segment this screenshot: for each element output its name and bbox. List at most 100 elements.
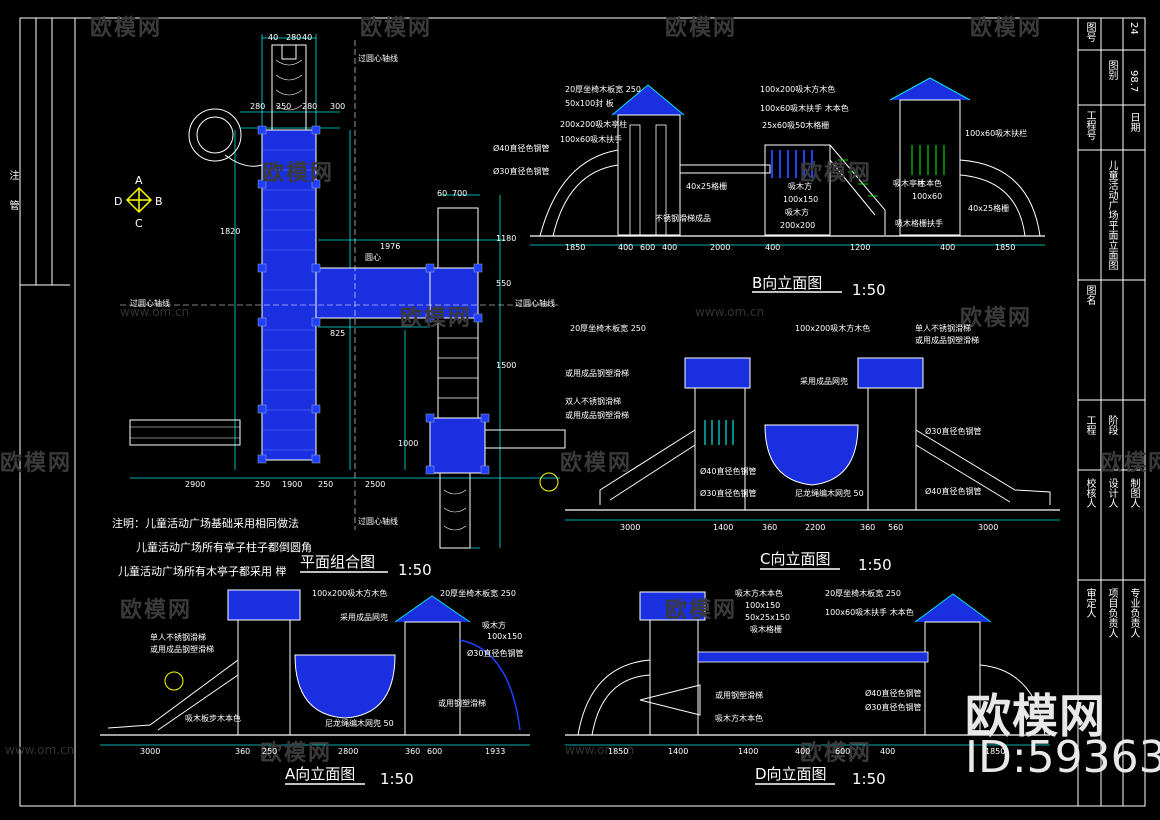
dim-label: 700 <box>452 189 468 198</box>
dim-label: 1933 <box>485 747 506 756</box>
dim-label: 1850 <box>995 243 1016 252</box>
annotation: 吸木方木本色 <box>715 714 763 723</box>
dim-label: 600 <box>427 747 443 756</box>
watermark-brand: 欧模网 <box>960 306 1033 331</box>
tb-sign: 项目负责人 <box>1106 588 1117 638</box>
dim-label: 40 <box>302 33 313 42</box>
annotation: 100x200吸木方木色 <box>760 85 836 94</box>
dim-label: 360 <box>762 523 778 532</box>
c-elevation <box>539 357 1060 570</box>
dim-label: 1400 <box>668 747 689 756</box>
dim-label: 1900 <box>282 480 303 489</box>
watermark-brand: 欧模网 <box>0 451 73 476</box>
plan-title: 平面组合图 <box>300 553 376 571</box>
tb-label: 图别 <box>1106 60 1117 80</box>
dim-label: 250 <box>262 747 278 756</box>
watermark-brand: 欧模网 <box>260 741 333 766</box>
annotation: 100x200吸木方木色 <box>312 589 388 598</box>
dim-label: 280 <box>302 102 318 111</box>
watermark-id: ID:593638 <box>965 732 1160 783</box>
annotation: 20厚坐椅木板宽 250 <box>565 85 641 94</box>
annotation: Ø30直径色钢管 <box>925 427 982 436</box>
tb-sign: 审定人 <box>1084 588 1095 618</box>
annotation: 吸木方 <box>788 182 812 191</box>
tb-sign: 制图人 <box>1128 478 1139 508</box>
dim-label: 600 <box>640 243 656 252</box>
dim-label: 1820 <box>220 227 241 236</box>
tb-value: 24 <box>1128 22 1139 35</box>
annotation: 单人不锈钢滑梯 <box>915 324 971 333</box>
watermark-brand: 欧模网 <box>970 16 1043 41</box>
watermark-brand: 欧模网 <box>400 306 473 331</box>
dim-label: 3000 <box>140 747 161 756</box>
dim-label: 1850 <box>985 747 1006 756</box>
dim-label: 250 <box>318 480 334 489</box>
drawing-name: 儿童活动广场平面立面图 <box>1106 160 1117 270</box>
annotation: 尼龙绳编木网兜 50 <box>325 719 394 728</box>
spiral-slide-plan <box>188 108 263 167</box>
axis-label: 过圆心轴线 <box>358 54 398 63</box>
center-label: 圆心 <box>365 253 381 262</box>
annotation: 不锈钢滑梯成品 <box>655 214 711 223</box>
annotation: 或用钢塑滑梯 <box>715 691 763 700</box>
note-line: 儿童活动广场所有亭子柱子都倒圆角 <box>136 541 312 554</box>
annotation: 采用成品网兜 <box>340 613 388 622</box>
watermark-brand: 欧模网 <box>1100 451 1160 476</box>
dim-label: 3000 <box>978 523 999 532</box>
annotation: 100x60吸木扶手 木本色 <box>825 608 914 617</box>
annotation: 100x150 <box>783 195 819 204</box>
annotation: 20厚坐椅木板宽 250 <box>825 589 901 598</box>
annotation: Ø40直径色钢管 <box>700 467 757 476</box>
compass-icon <box>125 186 153 214</box>
annotation: 200x200 <box>780 221 816 230</box>
annotation: Ø30直径色钢管 <box>467 649 524 658</box>
annotation: 50x25x150 <box>745 613 791 622</box>
tb-sign: 设计人 <box>1106 478 1117 508</box>
annotation: 或用成品钢塑滑梯 <box>565 369 629 378</box>
dim-label: 360 <box>235 747 251 756</box>
compass-label: B <box>155 195 163 208</box>
title-block-note: 管 <box>7 200 18 210</box>
plan-slide-left <box>129 419 241 446</box>
a-elevation-scale: 1:50 <box>380 770 414 788</box>
dim-label: 250 <box>276 102 292 111</box>
annotation: 200x200吸木亭柱 <box>560 120 628 129</box>
dim-label: 360 <box>860 523 876 532</box>
dim-label: 60 <box>437 189 448 198</box>
annotation: 20厚坐椅木板宽 250 <box>570 324 646 333</box>
annotation: Ø40直径色钢管 <box>925 487 982 496</box>
watermark-brand: 欧模网 <box>665 16 738 41</box>
annotation: Ø40直径色钢管 <box>865 689 922 698</box>
annotation: 吸木板步木本色 <box>185 714 241 723</box>
watermark-brand: 欧模网 <box>90 16 163 41</box>
tb-label: 阶段 <box>1106 415 1117 435</box>
annotation: Ø30直径色钢管 <box>700 489 757 498</box>
dim-label: 280 <box>286 33 302 42</box>
watermark-brand: 欧模网 <box>120 598 193 623</box>
dim-label: 40 <box>268 33 279 42</box>
dim-label: 550 <box>496 279 512 288</box>
dim-label: 280 <box>250 102 266 111</box>
dim-label: 300 <box>330 102 346 111</box>
annotation: 100x200吸木方木色 <box>795 324 871 333</box>
a-elevation-title: A向立面图 <box>285 765 356 783</box>
annotation: 100x150 <box>487 632 523 641</box>
plan-view <box>120 34 566 573</box>
c-elevation-title: C向立面图 <box>760 550 831 568</box>
note-line: 儿童活动广场所有木亭子都采用 榉 <box>118 565 287 578</box>
dim-label: 600 <box>835 747 851 756</box>
watermark-brand: 欧模网 <box>262 161 335 186</box>
dim-label: 400 <box>795 747 811 756</box>
annotation: 100x60吸木扶手 <box>560 135 623 144</box>
annotation: 吸木格栅扶手 <box>895 219 943 228</box>
annotation: 采用成品网兜 <box>800 377 848 386</box>
title-block <box>1077 17 1146 807</box>
compass-label: C <box>135 217 143 230</box>
dim-label: 400 <box>662 243 678 252</box>
dim-label: 2200 <box>805 523 826 532</box>
d-elevation <box>565 591 1050 785</box>
annotation: 或用钢塑滑梯 <box>438 699 486 708</box>
axis-label: 过圆心轴线 <box>358 517 398 526</box>
tb-label: 日期 <box>1128 112 1139 132</box>
annotation: 吸木方木本色 <box>735 589 783 598</box>
